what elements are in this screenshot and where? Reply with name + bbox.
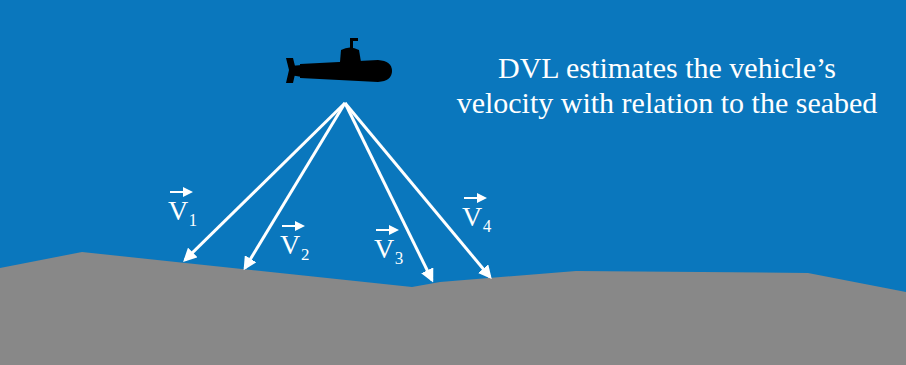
vector-overbars (170, 192, 485, 230)
vector-overbar (282, 225, 303, 227)
vector-label: V₄ (462, 202, 492, 233)
seabed (0, 252, 906, 365)
submarine-silhouette (286, 38, 392, 83)
caption-note: DVL estimates the vehicle’s velocity wit… (447, 50, 887, 120)
vector-overbar (464, 197, 485, 199)
vector-overbar (376, 229, 397, 231)
dvl-beams (185, 103, 490, 280)
beam-arrow (245, 103, 345, 268)
vector-label: V₂ (280, 230, 310, 261)
vector-label: V₁ (168, 196, 198, 227)
beam-arrow (345, 103, 490, 277)
vector-label: V₃ (374, 234, 404, 265)
vector-overbar (170, 191, 191, 193)
